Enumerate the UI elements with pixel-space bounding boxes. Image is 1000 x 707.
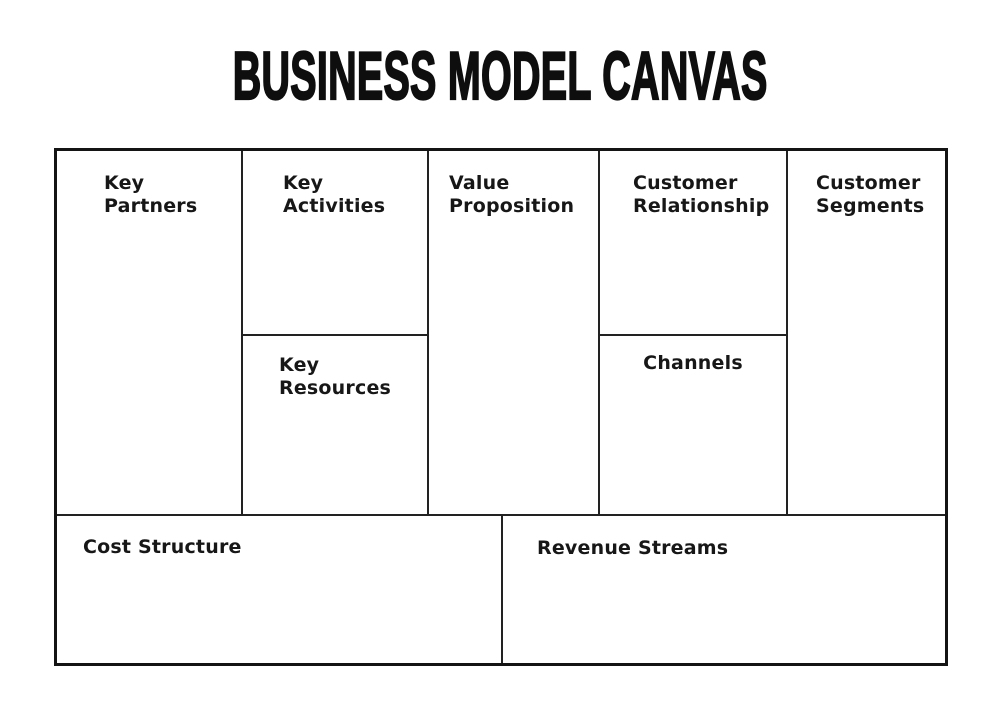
cell-customer-relationship: Customer Relationship	[600, 151, 788, 336]
canvas-lower-grid: Cost Structure Revenue Streams	[57, 514, 945, 663]
cell-value-proposition: Value Proposition	[429, 151, 600, 514]
cell-channels: Channels	[600, 336, 788, 514]
cell-cost-structure: Cost Structure	[57, 516, 503, 663]
page-title: BUSINESS MODEL CANVAS	[232, 38, 768, 114]
canvas-grid: Key Partners Key Activities Value Propos…	[54, 148, 948, 666]
canvas-upper-grid: Key Partners Key Activities Value Propos…	[57, 151, 945, 514]
cell-key-activities: Key Activities	[243, 151, 429, 336]
key-activities-label: Key Activities	[283, 172, 386, 217]
cell-key-resources: Key Resources	[243, 336, 429, 514]
key-partners-label: Key Partners	[104, 172, 198, 217]
value-proposition-label: Value Proposition	[449, 172, 575, 217]
channels-label: Channels	[643, 352, 743, 374]
customer-relationship-label: Customer Relationship	[633, 172, 770, 217]
page-title-container: BUSINESS MODEL CANVAS	[0, 38, 1000, 114]
revenue-streams-label: Revenue Streams	[537, 537, 729, 559]
key-resources-label: Key Resources	[279, 354, 392, 399]
cost-structure-label: Cost Structure	[83, 536, 242, 558]
cell-key-partners: Key Partners	[57, 151, 243, 514]
cell-revenue-streams: Revenue Streams	[503, 516, 945, 663]
customer-segments-label: Customer Segments	[816, 172, 925, 217]
cell-customer-segments: Customer Segments	[788, 151, 945, 514]
